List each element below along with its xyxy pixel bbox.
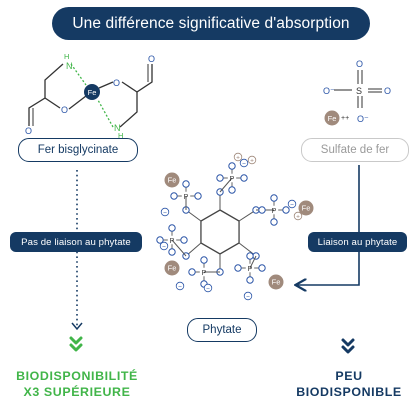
positive-charge-icon — [247, 155, 257, 165]
svg-text:Fe: Fe — [168, 176, 177, 185]
negative-charge-icon — [243, 291, 253, 301]
navy-chevron-icon — [341, 338, 355, 354]
svg-text:O: O — [25, 126, 32, 136]
phosphorus-atom: P — [230, 176, 235, 183]
oxygen-atom — [182, 180, 190, 188]
phosphorus-atom: P — [184, 194, 189, 201]
left-result-line1: BIODISPONIBILITÉ — [16, 369, 138, 383]
oxygen-atom — [180, 236, 188, 244]
svg-text:O: O — [384, 86, 391, 96]
iron-ion — [164, 172, 180, 188]
svg-text:Fe: Fe — [88, 88, 97, 97]
oxygen-atom — [234, 264, 242, 272]
iron-ion — [298, 200, 314, 216]
svg-text:−: − — [242, 161, 246, 168]
svg-text:++: ++ — [341, 115, 349, 122]
svg-text:N: N — [114, 123, 121, 133]
svg-text:+: + — [296, 214, 300, 221]
oxygen-atom — [258, 264, 266, 272]
oxygen-atom — [194, 192, 202, 200]
sulfate-de-fer-text: Sulfate de fer — [320, 144, 390, 156]
negative-charge-icon — [160, 207, 170, 217]
negative-charge-icon — [159, 241, 169, 251]
sulfate-de-fer-label: Sulfate de fer — [301, 138, 409, 162]
fer-bisglycinate-label: Fer bisglycinate — [18, 138, 138, 162]
svg-text:H: H — [118, 131, 123, 140]
svg-text:Fe: Fe — [272, 278, 281, 287]
svg-text:H: H — [64, 52, 69, 61]
positive-charge-icon — [293, 211, 303, 221]
iron-ion — [164, 260, 180, 276]
svg-text:N: N — [66, 61, 73, 71]
right-result-line1: PEU — [335, 369, 363, 383]
phosphorus-atom: P — [248, 266, 253, 273]
oxygen-atom — [216, 174, 224, 182]
left-result-line2: X3 SUPÉRIEURE — [23, 385, 131, 399]
svg-text:−: − — [163, 210, 167, 217]
oxygen-atom — [168, 248, 176, 256]
oxygen-atom — [246, 276, 254, 284]
phosphorus-atom: P — [170, 238, 175, 245]
fer-bisglycinate-text: Fer bisglycinate — [37, 144, 119, 156]
negative-charge-icon — [239, 158, 249, 168]
no-phytate-binding-label: Pas de liaison au phytate — [10, 232, 142, 252]
svg-text:−: − — [162, 244, 166, 251]
oxygen-atom — [282, 206, 290, 214]
phytate-label: Phytate — [187, 318, 257, 342]
oxygen-atom — [188, 268, 196, 276]
svg-text:Fe: Fe — [168, 264, 177, 273]
oxygen-atom — [270, 194, 278, 202]
negative-charge-icon — [175, 281, 185, 291]
phytate-binding-label: Liaison au phytate — [308, 232, 407, 252]
svg-text:+: + — [236, 155, 240, 162]
sulfate-de-fer-molecule: O S O⁻ O O⁻ ++ Fe — [323, 59, 391, 126]
svg-text:−: − — [290, 202, 294, 209]
negative-charge-icon — [203, 283, 213, 293]
phytate-binding-text: Liaison au phytate — [317, 236, 398, 248]
svg-text:+: + — [250, 158, 254, 165]
positive-charge-icon — [233, 152, 243, 162]
right-result-line2: BIODISPONIBLE — [296, 385, 402, 399]
svg-text:−: − — [178, 284, 182, 291]
fer-bisglycinate-molecule: H N O O O O N H Fe — [25, 52, 155, 140]
svg-text:O⁻: O⁻ — [323, 86, 335, 96]
right-result: PEU BIODISPONIBLE — [290, 368, 408, 400]
page-title: Une différence significative d'absorptio… — [72, 14, 350, 32]
green-chevron-icon — [69, 336, 83, 352]
no-phytate-binding-text: Pas de liaison au phytate — [21, 236, 131, 248]
svg-text:−: − — [206, 286, 210, 293]
svg-text:O: O — [148, 54, 155, 64]
left-result: BIODISPONIBILITÉ X3 SUPÉRIEURE — [6, 368, 148, 400]
svg-text:O⁻: O⁻ — [357, 114, 369, 124]
svg-text:O: O — [61, 105, 68, 115]
svg-text:O: O — [356, 59, 363, 69]
phosphorus-atom: P — [202, 270, 207, 277]
left-arrow-head — [71, 322, 83, 331]
iron-ion — [268, 274, 284, 290]
oxygen-atom — [156, 236, 164, 244]
svg-text:Fe: Fe — [328, 114, 337, 123]
svg-text:Fe: Fe — [302, 204, 311, 213]
oxygen-atom — [270, 218, 278, 226]
oxygen-atom — [228, 186, 236, 194]
oxygen-atom — [200, 256, 208, 264]
oxygen-atom — [168, 224, 176, 232]
phytate-text: Phytate — [202, 324, 242, 336]
phosphorus-atom: P — [272, 208, 277, 215]
svg-text:−: − — [246, 294, 250, 301]
svg-text:S: S — [356, 86, 362, 96]
oxygen-atom — [240, 174, 248, 182]
oxygen-atom — [246, 252, 254, 260]
svg-text:O: O — [113, 78, 120, 88]
oxygen-atom — [170, 192, 178, 200]
right-bent-arrow — [297, 165, 360, 285]
oxygen-atom — [258, 206, 266, 214]
title-banner: Une différence significative d'absorptio… — [52, 7, 370, 40]
oxygen-atom — [228, 162, 236, 170]
negative-charge-icon — [287, 199, 297, 209]
